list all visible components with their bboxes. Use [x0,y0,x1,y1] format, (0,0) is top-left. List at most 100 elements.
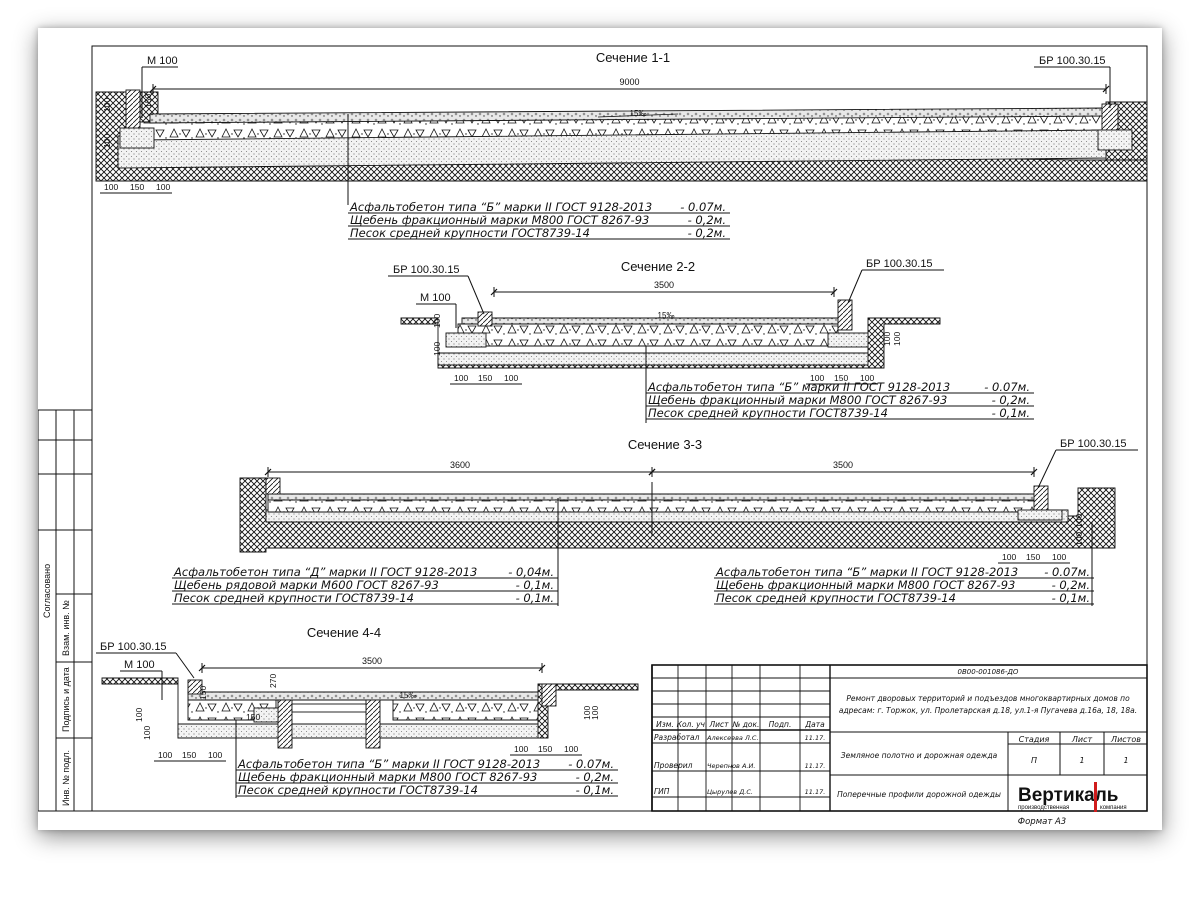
layer-thickness: - 0,1м. [516,578,554,592]
layer-label: Щебень фракционный марки М800 ГОСТ 8267-… [350,213,649,227]
stage-value: П [1031,756,1037,765]
project-line-2: адресам: г. Торжок, ул. Пролетарская д.1… [839,706,1137,715]
asphalt-layer [187,691,539,701]
curb-right [837,299,853,331]
side-stamp: Согласовано Взам. инв. № Подпись и дата … [38,409,93,812]
stamp-sign-date: Подпись и дата [61,667,71,732]
tb-name: Алексеева Л.С. [706,734,759,742]
dim-value: 100 [1052,552,1066,562]
layer-thickness: - 0.07м. [568,757,614,771]
tag-left: М 100 [124,659,155,671]
section-title: Сечение 3-3 [628,437,702,452]
width-dimension: 3500 [362,656,382,666]
layer-thickness: - 0,2м. [576,770,614,784]
dim-value: 100 [564,744,578,754]
logo-sub-1: производственная [1018,805,1069,811]
dim-value: 100 [810,373,824,383]
gravel-layer [457,323,839,347]
width-dimension: 3500 [654,280,674,290]
dim: 100 [582,706,592,720]
layer-thickness: - 0,2м. [688,226,726,240]
dim-value: 100 [454,373,468,383]
layer-label: Щебень фракционный марки М800 ГОСТ 8267-… [716,578,1015,592]
tb-header: Изм. [656,720,674,729]
dim-left-1: 100 [102,98,112,112]
layer-label: Асфальтобетон типа “Б” марки II ГОСТ 912… [715,565,1018,579]
format-label: Формат А3 [1018,817,1066,827]
tb-name: Черепнов А.И. [707,762,755,770]
tb-name: Цырулев Д.С. [707,788,753,796]
dim-value: 150 [478,373,492,383]
well-hatch [291,703,367,713]
curb-right [541,683,557,707]
dim: 100 [142,726,152,740]
tb-role: Разработал [654,733,700,742]
dim-value: 150 [182,750,196,760]
width-dimension-right: 3500 [833,460,853,470]
tag-left-top: БР 100.30.15 [100,641,167,653]
sheets-header: Листов [1110,735,1141,744]
curb-left [125,89,141,133]
dim: 100 [882,332,892,346]
company-logo: Вертикаль производственная компания [1018,782,1127,812]
layer-thickness: - 0,2м. [1052,578,1090,592]
curb-right [1101,103,1119,135]
layer-label: Асфальтобетон типа “Б” марки II ГОСТ 912… [237,757,540,771]
slope-label: 15‰ [400,691,417,700]
well-wall-left [277,699,293,749]
stamp-inv-orig: Инв. № подл. [61,750,71,806]
layer-label: Песок средней крупности ГОСТ8739-14 [350,226,590,240]
curb-left [477,311,493,327]
dim: 100 [590,706,600,720]
tb-header: № док. [732,720,760,729]
dim-value: 100 [860,373,874,383]
layer-label: Песок средней крупности ГОСТ8739-14 [238,783,478,797]
tb-date: 11.17. [805,734,826,742]
tag-right: БР 100.30.15 [1039,55,1106,67]
layer-thickness: - 0.07м. [680,200,726,214]
tag-right: БР 100.30.15 [1060,438,1127,450]
tag-left: М 100 [147,55,178,67]
tb-role: ГИП [654,787,670,796]
dim-value: 100 [208,750,222,760]
tb-date: 11.17. [805,762,826,770]
layer-thickness: - 0,04м. [508,565,554,579]
tb-date: 11.17. [805,788,826,796]
dim: 150 [198,686,208,700]
stamp-replace-inv: Взам. инв. № [61,600,71,656]
sheet-value: 1 [1079,756,1084,765]
section-title: Сечение 1-1 [596,50,670,65]
dim-value: 100 [158,750,172,760]
logo-text: Вертикаль [1018,785,1118,806]
dim: 100 [1074,514,1084,528]
asphalt-layer [461,317,839,325]
width-dimension: 9000 [619,77,639,87]
drawing-content: Сечение 1-1 9000 15‰ М 100 БР 100.30.15 100 15… [95,50,1148,798]
curb-left [187,679,203,695]
dim: 100 [432,314,442,328]
layer-thickness: - 0,1м. [992,406,1030,420]
dim-value: 150 [1026,552,1040,562]
project-line-1: Ремонт дворовых территорий и подъездов м… [846,694,1130,703]
sheet-title: Поперечные профили дорожной одежды [837,790,1001,799]
layer-label: Песок средней крупности ГОСТ8739-14 [174,591,414,605]
layer-label: Песок средней крупности ГОСТ8739-14 [716,591,956,605]
width-dimension-left: 3600 [450,460,470,470]
tb-header: Подп. [769,720,792,729]
layer-label: Асфальтобетон типа “Д” марки II ГОСТ 912… [173,565,477,579]
section-title: Сечение 4-4 [307,625,381,640]
sheet-header: Лист [1071,735,1093,744]
dim-edge: 100 [102,134,112,148]
sand-layer [177,723,539,739]
layer-label: Щебень рядовой марки М600 ГОСТ 8267-93 [174,578,439,592]
dim-value: 150 [834,373,848,383]
soil [239,477,1116,553]
layer-thickness: - 0,1м. [1052,591,1090,605]
tb-header: Дата [804,720,825,729]
curb-left [265,477,281,495]
object-name: Земляное полотно и дорожная одежда [841,751,998,760]
